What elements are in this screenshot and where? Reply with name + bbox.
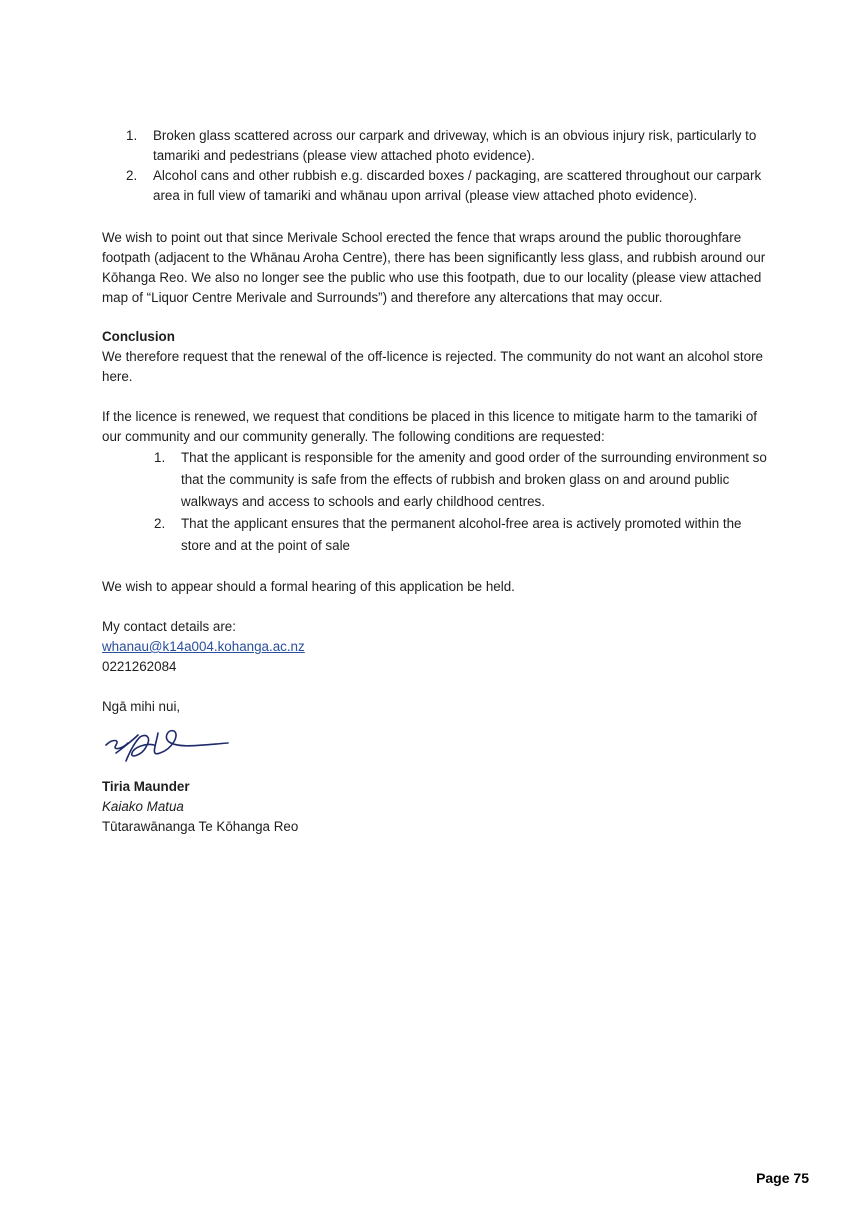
evidence-list: 1. Broken glass scattered across our car…	[102, 126, 772, 206]
list-text: Alcohol cans and other rubbish e.g. disc…	[153, 168, 762, 203]
phone-number: 0221262084	[102, 659, 177, 674]
list-item: 1. That the applicant is responsible for…	[102, 447, 772, 513]
list-text: Broken glass scattered across our carpar…	[153, 128, 757, 163]
signature	[102, 723, 772, 775]
hearing-statement: We wish to appear should a formal hearin…	[102, 579, 515, 594]
list-number: 1.	[154, 450, 166, 465]
list-item: 1. Broken glass scattered across our car…	[102, 126, 772, 166]
email-link[interactable]: whanau@k14a004.kohanga.ac.nz	[102, 639, 305, 654]
page-number: Page 75	[756, 1170, 809, 1186]
conclusion-text: We therefore request that the renewal of…	[102, 349, 763, 384]
signature-image	[105, 729, 229, 762]
list-text: That the applicant is responsible for th…	[181, 450, 767, 509]
contact-label: My contact details are:	[102, 619, 236, 634]
conditions-intro: If the licence is renewed, we request th…	[102, 409, 757, 444]
document-body: 1. Broken glass scattered across our car…	[102, 126, 772, 837]
conditions-list: 1. That the applicant is responsible for…	[102, 447, 772, 557]
list-item: 2. Alcohol cans and other rubbish e.g. d…	[102, 166, 772, 206]
fence-paragraph: We wish to point out that since Merivale…	[102, 230, 766, 305]
signer-organisation: Tūtarawānanga Te Kōhanga Reo	[102, 819, 299, 834]
signer-name: Tiria Maunder	[102, 779, 190, 794]
list-item: 2. That the applicant ensures that the p…	[102, 513, 772, 557]
conclusion-heading: Conclusion	[102, 329, 175, 344]
list-number: 2.	[126, 168, 138, 183]
list-number: 1.	[126, 128, 138, 143]
list-text: That the applicant ensures that the perm…	[181, 516, 742, 553]
signer-role: Kaiako Matua	[102, 799, 184, 814]
closing-salutation: Ngā mihi nui,	[102, 699, 181, 714]
list-number: 2.	[154, 516, 166, 531]
